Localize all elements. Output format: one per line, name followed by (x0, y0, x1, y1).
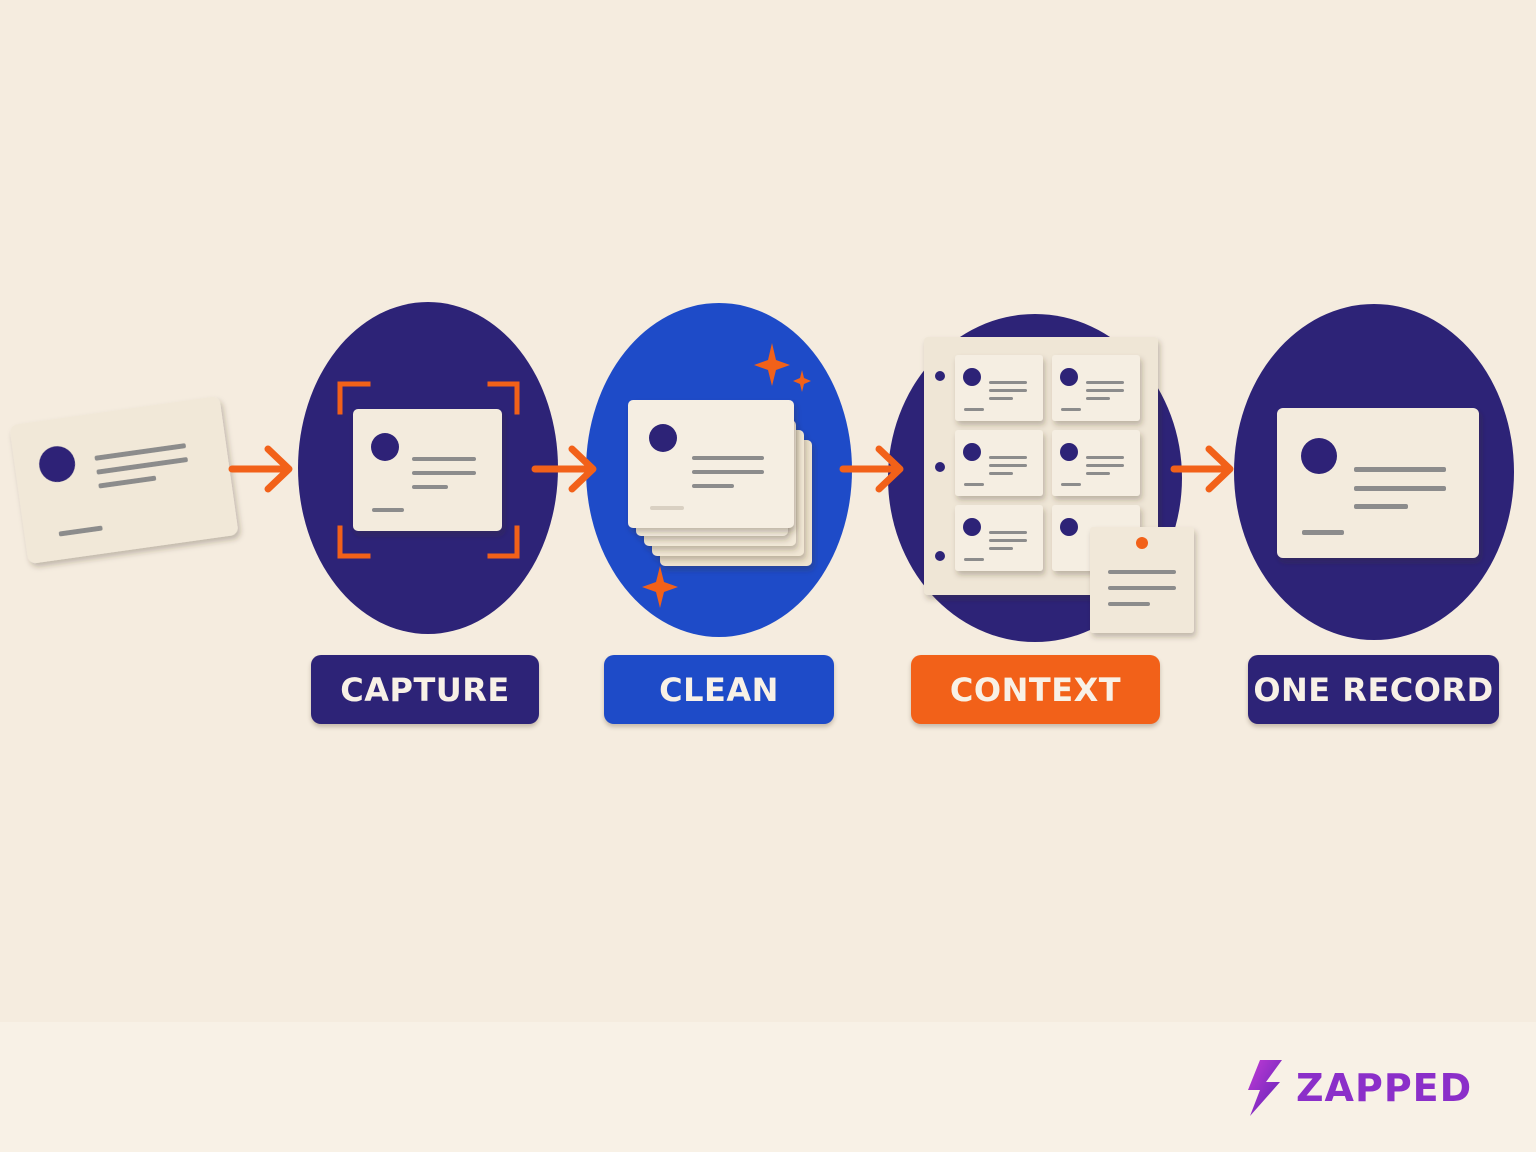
sparkle-icon (642, 566, 678, 608)
captured-card (353, 409, 502, 531)
binder-holes (935, 371, 945, 561)
arrow-icon (839, 445, 904, 493)
sticky-note (1090, 527, 1194, 633)
input-business-card (10, 396, 238, 564)
brand-logo: ZAPPED (1244, 1058, 1472, 1118)
arrow-icon (1170, 445, 1234, 493)
clean-label: CLEAN (604, 655, 834, 724)
arrow-icon (228, 445, 293, 493)
clean-label-text: CLEAN (659, 670, 779, 709)
bottom-band (0, 1022, 1536, 1152)
brand-name: ZAPPED (1296, 1066, 1473, 1110)
pin-icon (1136, 537, 1148, 549)
capture-label: CAPTURE (311, 655, 539, 724)
one-record-label: ONE RECORD (1248, 655, 1499, 724)
capture-label-text: CAPTURE (340, 670, 510, 709)
context-label: CONTEXT (911, 655, 1160, 724)
scan-frame-icon (337, 381, 520, 559)
card-stack (628, 400, 812, 566)
arrow-icon (531, 445, 597, 493)
card-grid (955, 355, 1140, 571)
sparkle-icon (754, 343, 790, 386)
sparkle-icon (793, 370, 811, 392)
record-card (1277, 408, 1479, 558)
one-record-label-text: ONE RECORD (1253, 670, 1494, 709)
lightning-bolt-icon (1248, 1060, 1282, 1116)
context-label-text: CONTEXT (949, 670, 1122, 709)
